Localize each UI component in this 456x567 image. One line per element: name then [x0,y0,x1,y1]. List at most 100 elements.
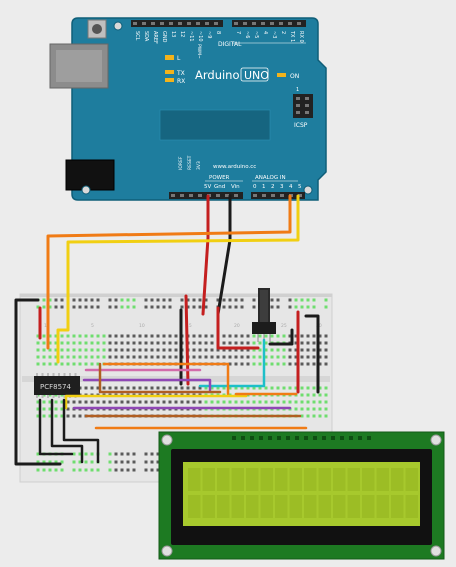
breadboard-hole [138,348,142,352]
breadboard-hole [120,341,124,345]
breadboard-hole [156,305,160,309]
header-hole [280,194,284,197]
lcd-pin-hole [232,436,236,440]
breadboard-hole [150,400,154,404]
breadboard-hole [54,407,58,411]
breadboard-hole [192,341,196,345]
breadboard-hole [204,341,208,345]
breadboard-hole [132,348,136,352]
analog-label: ANALOG IN [255,175,286,181]
wire-5v-red [201,194,210,316]
power-pin-labels: IOREF RESET 3V3 [178,155,202,170]
breadboard-hole [120,334,124,338]
breadboard-hole [288,298,292,302]
breadboard-hole [162,305,166,309]
breadboard-hole [60,460,64,464]
breadboard-hole [234,386,238,390]
breadboard-hole [90,468,94,472]
breadboard-hole [84,460,88,464]
breadboard-hole [60,414,64,418]
breadboard-hole [60,400,64,404]
breadboard-hole [96,362,100,366]
led-l-label: L [177,55,181,62]
breadboard-hole [270,362,274,366]
breadboard-hole [108,452,112,456]
breadboard-hole [78,341,82,345]
breadboard-hole [84,362,88,366]
potentiometer[interactable] [252,288,276,342]
pin-label: SCL [134,31,140,41]
breadboard-hole [54,334,58,338]
breadboard-hole [300,305,304,309]
breadboard-hole [240,305,244,309]
breadboard-hole [132,305,136,309]
breadboard-hole [270,386,274,390]
breadboard-hole [312,334,316,338]
breadboard-hole [120,348,124,352]
breadboard-hole [168,400,172,404]
breadboard-hole [78,452,82,456]
breadboard-hole [102,334,106,338]
breadboard-hole [276,355,280,359]
header-hole [180,194,184,197]
pin-label: RX 0 [298,31,304,43]
breadboard-hole [174,334,178,338]
breadboard-hole [240,348,244,352]
breadboard-hole [96,386,100,390]
breadboard-hole [174,400,178,404]
header-hole [253,194,257,197]
breadboard-hole [66,362,70,366]
chip-pin [47,373,49,376]
icsp-header: 1 ICSP [293,87,313,129]
breadboard-hole [198,355,202,359]
breadboard-hole [156,355,160,359]
breadboard-hole [48,334,52,338]
breadboard-hole [156,334,160,338]
breadboard-hole [174,348,178,352]
lcd-16x2-module [158,431,445,560]
breadboard-hole [54,400,58,404]
header-hole [171,194,175,197]
breadboard-hole [300,393,304,397]
breadboard-hole [120,355,124,359]
breadboard-hole [156,452,160,456]
breadboard-hole [276,298,280,302]
lcd-character-cell [217,495,230,518]
breadboard-hole [198,305,202,309]
breadboard-hole [324,386,328,390]
breadboard-hole [204,400,208,404]
wire-addr-1 [38,398,74,456]
breadboard-hole [204,305,208,309]
pin-label: ~3 [271,31,277,38]
breadboard-hole [36,468,40,472]
breadboard-hole [162,334,166,338]
header-hole [225,194,229,197]
breadboard-hole [210,400,214,404]
lcd-character-cell [304,495,317,518]
breadboard-hole [156,386,160,390]
breadboard-hole [180,298,184,302]
breadboard-hole [198,298,202,302]
breadboard-hole [114,334,118,338]
header-hole [178,22,182,25]
chip-pin [36,395,38,398]
breadboard-hole [312,400,316,404]
breadboard-hole [324,407,328,411]
breadboard-hole [114,400,118,404]
header-hole [151,22,155,25]
breadboard-hole [120,452,124,456]
breadboard-hole [264,355,268,359]
breadboard-hole [306,407,310,411]
breadboard-hole [168,386,172,390]
breadboard-hole [78,334,82,338]
analog-header [251,192,305,199]
header-hole [196,22,200,25]
breadboard-hole [276,334,280,338]
header-hole [169,22,173,25]
breadboard-hole [90,452,94,456]
breadboard-hole [102,348,106,352]
breadboard-hole [36,355,40,359]
breadboard-hole [300,362,304,366]
breadboard-hole [48,468,52,472]
breadboard-hole [144,460,148,464]
